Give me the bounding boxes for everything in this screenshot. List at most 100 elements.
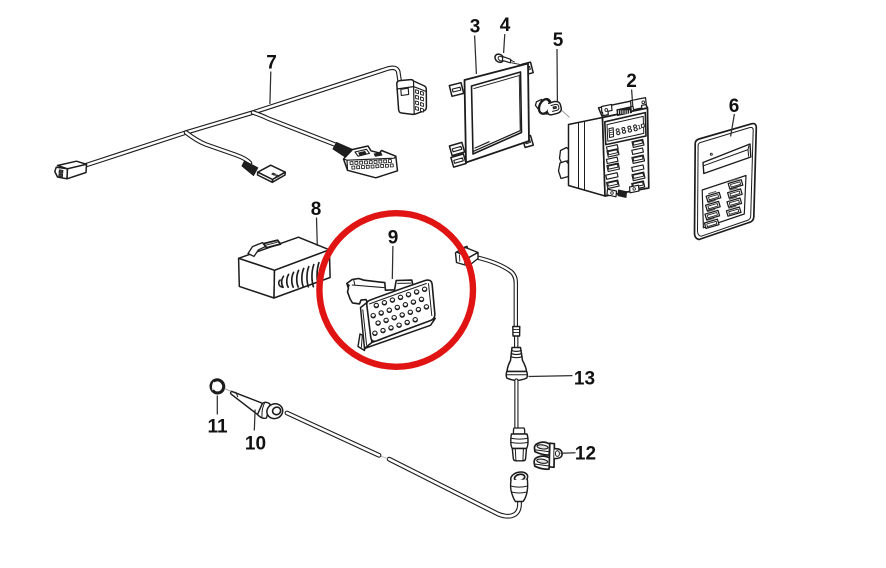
speaker-grille-dot-shadow [413, 320, 418, 322]
computer-display-digit-small: 1 [637, 124, 642, 132]
connector-large-pin-0-5 [373, 159, 378, 164]
callout-10-leader [253, 409, 256, 431]
speaker-grille-dot-shadow [395, 307, 400, 310]
connector-left-pin-hole-1 [58, 169, 64, 174]
connector-top-right-pin-3-0 [415, 106, 419, 111]
connector-top-right-pin-0-1 [420, 90, 424, 96]
connector-top-right-latch [400, 87, 410, 97]
computer-left-face-seams [578, 120, 585, 191]
computer-display-inner [606, 115, 645, 142]
sensor-collar-hole [271, 406, 282, 416]
callouts: 7 3 4 5 2 6 8 9 13 12 11 10 [207, 15, 739, 464]
callout-6-label: 6 [729, 96, 740, 117]
connector-large-pin-0-6 [378, 159, 383, 164]
connector-large-pin-1-4 [370, 164, 375, 169]
sensor-cable-seg2-core [387, 457, 521, 518]
speaker-grille-dot-shadow [371, 315, 376, 318]
sensor-cone [229, 390, 264, 416]
speaker-grille-dot-shadow [376, 323, 381, 326]
speaker-face [365, 279, 436, 343]
clip-lower-jaw-line [534, 463, 550, 467]
part-11-grommet [209, 378, 232, 395]
part-3-mounting-frame [448, 61, 535, 168]
cable13-lower-barrel [510, 433, 529, 450]
harness-branch-b-cable-core [251, 111, 342, 148]
grommet-ring [209, 378, 226, 395]
part-6-faceplate [693, 122, 758, 241]
speaker-grille-dot-shadow [419, 299, 424, 302]
clip-upper-jaw-line [534, 449, 550, 453]
relay-vent-slots [280, 261, 320, 289]
speaker-grille-dot-shadow [374, 305, 379, 308]
panel-button-slot-0 [708, 194, 720, 201]
part-5-bulb-socket [534, 97, 570, 118]
screw-tip [510, 59, 521, 66]
connector-top-right-pin-2-0 [415, 100, 419, 106]
clip-knob-face [554, 450, 560, 457]
callout-8-label: 8 [311, 199, 322, 220]
computer-button-2 [605, 156, 619, 165]
connector-top-right-pin-1-0 [415, 94, 419, 100]
speaker-bracket-thickness [351, 280, 412, 289]
screw-shank [501, 55, 512, 64]
callout-6-leader [729, 113, 736, 137]
panel-button-slot-6 [728, 199, 740, 206]
computer-button-cap-8 [632, 155, 644, 162]
sensor-connector-body [509, 478, 529, 503]
connector-large-pin-1-5 [375, 164, 380, 169]
panel-button-label-2 [706, 208, 716, 213]
connector-large-pin-1-8 [389, 163, 394, 168]
cable13-sleeve [512, 325, 521, 337]
connector-large-pin-1-6 [380, 163, 385, 168]
computer-display-square [640, 123, 645, 128]
computer-tab-hole-left [604, 108, 609, 112]
computer-button-cap-10 [632, 172, 645, 179]
callout-11-label: 11 [207, 417, 228, 438]
speaker-grille-dot-shadow [422, 289, 427, 292]
connector-left-pin-hole-2 [58, 173, 64, 178]
harness-trunk-cable-core [83, 66, 402, 167]
panel-button-slot-7 [728, 208, 740, 215]
part-9-loudspeaker [346, 277, 436, 352]
speaker-grille-dot-shadow [373, 333, 377, 336]
callout-7-label: 7 [266, 52, 277, 73]
speaker-grille-dot-shadow [397, 325, 402, 328]
callout-13-label: 13 [574, 368, 595, 389]
callout-4-label: 4 [500, 15, 511, 36]
grommet-highlight [212, 381, 215, 391]
cable13-lower-tip-lines [514, 448, 524, 461]
connector-large-pin-1-3 [365, 164, 370, 169]
cable13-sleeve-bands [512, 329, 521, 334]
callout-9-leader [391, 245, 394, 280]
panel-button-slot-4 [730, 181, 742, 188]
connector-large-pin-1-2 [360, 165, 365, 170]
connector-large-pin-0-3 [363, 160, 368, 165]
harness-connector-middle [241, 160, 287, 184]
bulb-guide-line [561, 110, 570, 118]
callout-5-label: 5 [553, 30, 564, 51]
connector-large-pin-1-1 [356, 165, 361, 170]
speaker-grille [370, 286, 430, 337]
computer-button-cap-1 [607, 149, 619, 156]
frame-ear-notch-1 [451, 145, 463, 153]
speaker-grille-dot-shadow [424, 307, 429, 309]
connector-middle-pin-1 [271, 172, 277, 176]
speaker-grille-dot-shadow [408, 312, 413, 315]
speaker-grille-dot-shadow [384, 320, 389, 323]
callout-9-label: 9 [388, 227, 399, 248]
computer-comb-teeth [618, 110, 630, 114]
part-13-cable-assembly [454, 245, 529, 462]
speaker-grille-dot-shadow [379, 313, 384, 315]
grommet-guide-line [224, 388, 232, 392]
clip-lower-bore [536, 458, 549, 464]
bulb-slot [552, 105, 557, 110]
sensor-cable-break [381, 455, 388, 459]
sensor-barrel-line [261, 401, 266, 417]
panel-display-slot [702, 143, 752, 175]
computer-bottom-hole-1 [610, 191, 614, 195]
panel-bezel [697, 126, 754, 237]
computer-button-cap-3 [607, 163, 619, 170]
connector-large-ridge [342, 155, 397, 171]
frame-ear-notch-2 [453, 157, 464, 164]
sensor-connector-bands [510, 485, 529, 494]
